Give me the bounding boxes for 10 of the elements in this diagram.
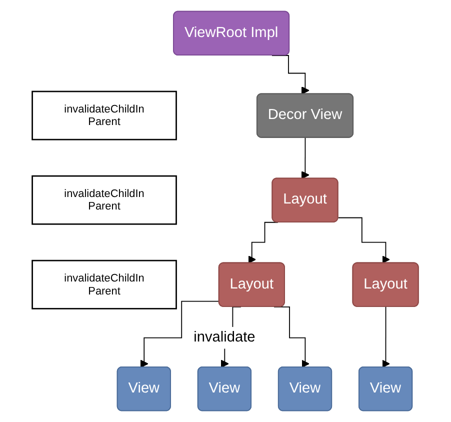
arrow [274,306,310,368]
node-box: invalidateChildIn Parent [32,175,178,225]
arrow [338,217,390,264]
node-box: invalidateChildIn Parent [32,260,178,310]
edge-label: invalidate [194,330,256,346]
arrow [302,137,310,180]
arrow [140,300,220,368]
arrow [382,306,390,368]
arrow [248,222,278,264]
node-box: invalidateChildIn Parent [32,90,178,140]
